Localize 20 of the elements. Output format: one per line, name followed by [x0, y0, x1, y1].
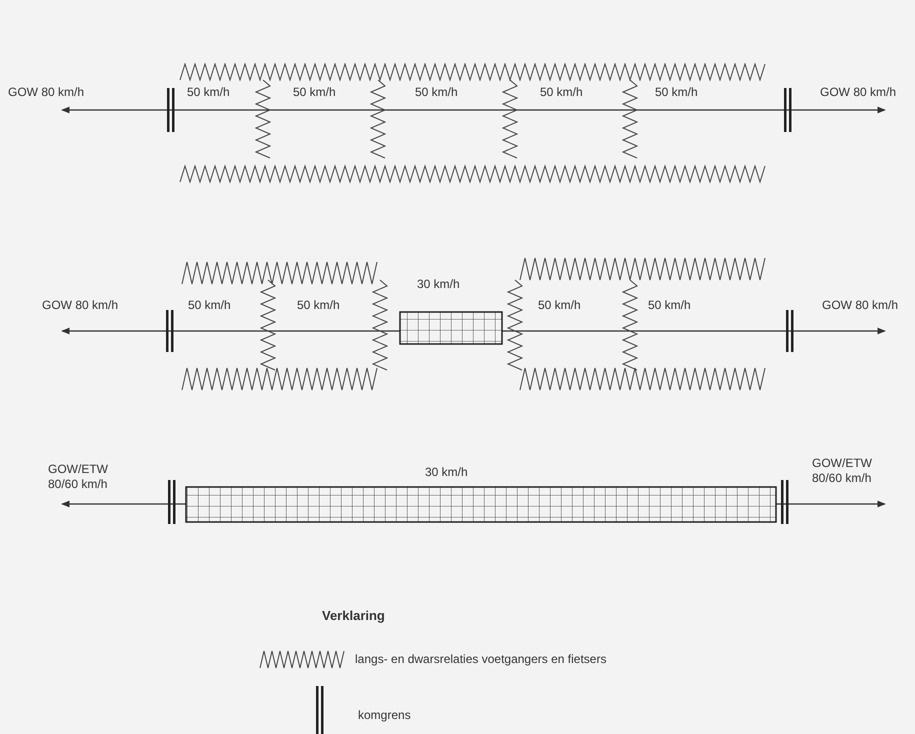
speed-label: 50 km/h	[655, 85, 698, 100]
speed-label: GOW 80 km/h	[8, 85, 84, 100]
speed-label: GOW/ETW 80/60 km/h	[48, 462, 109, 492]
speed-label: 30 km/h	[425, 465, 468, 480]
speed-label: 30 km/h	[417, 277, 460, 292]
speed-label: 50 km/h	[293, 85, 336, 100]
legend-label: langs- en dwarsrelaties voetgangers en fietsers	[355, 652, 606, 667]
speed-label: 50 km/h	[648, 298, 691, 313]
speed-label: GOW/ETW 80/60 km/h	[812, 456, 873, 486]
speed-label: 50 km/h	[415, 85, 458, 100]
speed-label: 50 km/h	[538, 298, 581, 313]
speed-label: 50 km/h	[188, 298, 231, 313]
speed-label: 50 km/h	[297, 298, 340, 313]
speed-label: GOW 80 km/h	[820, 85, 896, 100]
speed-label: 50 km/h	[187, 85, 230, 100]
speed-label: 50 km/h	[540, 85, 583, 100]
legend-title: Verklaring	[322, 608, 385, 623]
speed-label: GOW 80 km/h	[42, 298, 118, 313]
speed-label: GOW 80 km/h	[822, 298, 898, 313]
legend-label: komgrens	[358, 708, 411, 723]
